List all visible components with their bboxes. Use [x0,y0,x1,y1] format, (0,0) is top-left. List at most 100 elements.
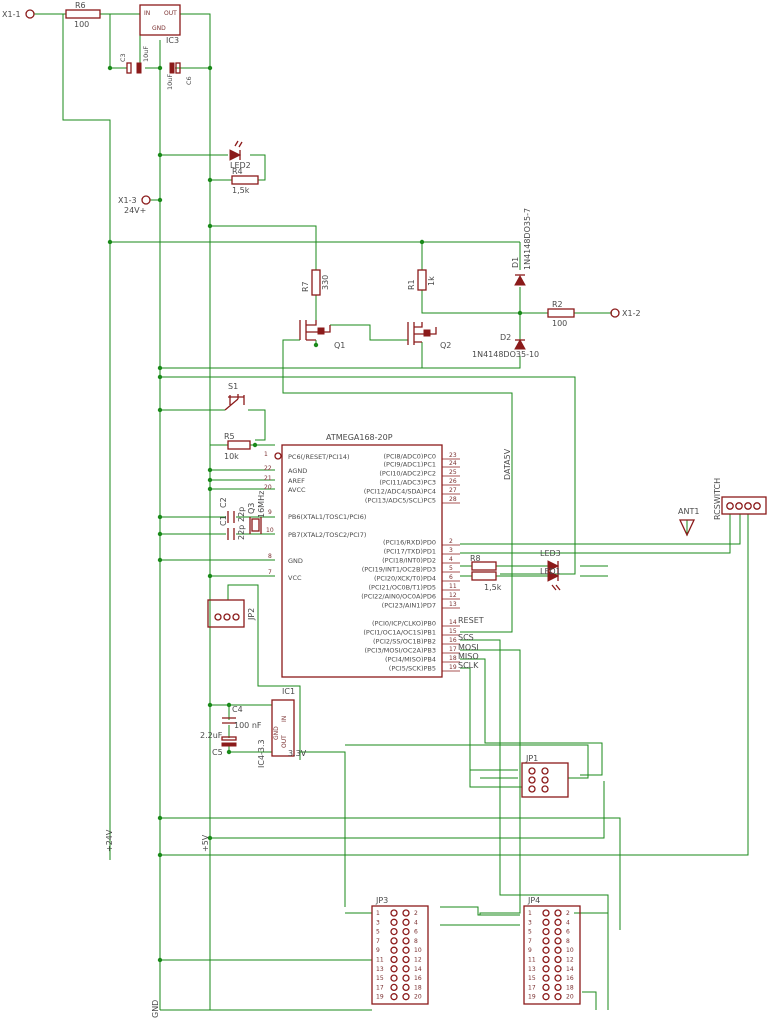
header-pin-number: 18 [414,984,422,991]
mcu-pin-number: 15 [449,628,457,635]
mcu-pin-name: (PCI10/ADC2)PC2 [379,470,436,478]
header-pin [542,918,550,926]
mcu-pin-name: (PCI4/MISO)PB4 [385,656,436,664]
header-pin [554,909,562,917]
mcu-pin-name: (PCI3/MOSI/OC2A)PB3 [365,647,436,655]
svg-text:Q2: Q2 [440,341,451,350]
svg-text:100: 100 [552,319,567,328]
svg-text:1: 1 [264,451,268,458]
header-pin-number: 18 [566,984,574,991]
svg-text:1,5k: 1,5k [484,583,502,592]
header-pin-number: 5 [376,929,380,936]
svg-text:22p: 22p [237,525,246,540]
mcu-pin-name: (PCI13/ADC5/SCL)PC5 [365,497,436,505]
svg-text:RCSWITCH: RCSWITCH [713,478,722,520]
svg-text:10uF: 10uF [142,46,150,62]
resistor-r1: R1 1k [407,269,436,291]
svg-text:OUT: OUT [164,10,177,17]
connector-x1-1: X1-1 [2,9,35,19]
header-pin [554,946,562,954]
header-jp2: JP2 [207,599,256,628]
mcu-pin-number: 25 [449,469,457,476]
svg-text:R5: R5 [224,432,235,441]
svg-text:2.2uF: 2.2uF [200,731,223,740]
mcu-pin-number: 3 [449,547,453,554]
svg-text:VCC: VCC [288,574,302,582]
header-pin [402,993,410,1001]
svg-text:GND: GND [273,726,280,740]
svg-text:10uF: 10uF [166,74,174,90]
header-pin-number: 7 [376,938,380,945]
svg-text:IC3: IC3 [166,36,179,45]
mcu-pin-name: (PCI12/ADC4/SDA)PC4 [364,488,436,496]
mcu-pin-name: (PCI9/ADC1)PC1 [384,461,437,469]
svg-text:IC1: IC1 [282,687,295,696]
resistor-r7: R7 330 [301,269,330,296]
header-pin-number: 4 [566,919,570,926]
svg-text:GND: GND [288,557,303,565]
svg-text:24V+: 24V+ [124,206,146,215]
header-pin-number: 15 [376,975,384,982]
header-pin-number: 5 [528,929,532,936]
header-pin-number: 20 [566,994,574,1001]
header-pin [402,937,410,945]
svg-text:100 nF: 100 nF [234,721,262,730]
mcu-pin-name: (PCI16/RXD)PD0 [383,539,436,547]
header-pin [542,927,550,936]
module-rcswitch: RCSWITCH [713,478,767,520]
header-pin-number: 3 [528,919,532,926]
header-pin [402,909,410,917]
svg-text:3.3V: 3.3V [288,749,307,758]
resistor-r5: R5 10k [224,432,251,461]
header-pin [390,965,398,973]
header-pin-number: 7 [528,938,532,945]
svg-text:X1-3: X1-3 [118,196,137,205]
header-pin [402,927,410,936]
svg-text:16MHz: 16MHz [257,491,266,518]
mcu-pin-name: (PCI21/OC0B/T1)PD5 [368,584,436,592]
svg-text:20: 20 [264,484,272,491]
svg-text:100: 100 [74,20,89,29]
svg-text:AVCC: AVCC [288,486,306,494]
regulator-ic1: IN OUT GND IC1 IC4-3.3 3.3V [257,687,307,768]
svg-text:ANT1: ANT1 [678,507,699,516]
header-pin-number: 3 [376,919,380,926]
header-pin [390,993,398,1001]
header-pin [390,918,398,926]
svg-text:PB6(XTAL1/TOSC1/PCI6): PB6(XTAL1/TOSC1/PCI6) [288,513,366,521]
header-pin-number: 2 [566,910,570,917]
header-pin [554,927,562,936]
header-pin [390,946,398,954]
header-pin [542,993,550,1001]
capacitor-c4: C4 100 nF [222,705,262,730]
junctions [107,65,523,963]
svg-text:X1-1: X1-1 [2,10,21,19]
mcu-pin-name: (PCI18/INT0)PD2 [382,557,436,565]
mcu-pin-name: (PCI20/XCK/T0)PD4 [374,575,436,583]
svg-text:AGND: AGND [288,467,307,475]
svg-text:SCLK: SCLK [458,661,479,670]
led3: LED3 [540,549,561,572]
header-pin [554,937,562,945]
header-pin [554,955,562,964]
header-pin-number: 12 [566,957,574,964]
header-pin-number: 13 [528,966,536,973]
header-pin-number: 14 [566,966,574,973]
mcu-pin-number: 27 [449,487,457,494]
regulator-ic3: IN OUT GND IC3 [139,4,181,45]
header-pin [542,974,550,982]
svg-text:S1: S1 [228,382,238,391]
header-pin-number: 10 [414,947,422,954]
svg-text:GND: GND [151,1000,160,1018]
header-pin [402,974,410,982]
svg-text:JP3: JP3 [375,896,388,905]
svg-text:22p: 22p [237,507,246,522]
mcu-pin-name: (PCI22/AIN0/OC0A)PD6 [361,593,436,601]
svg-text:1k: 1k [427,276,436,286]
header-pin-number: 16 [414,975,422,982]
header-pin-number: 8 [414,938,418,945]
header-pin [390,927,398,936]
mcu-pin-number: 19 [449,664,457,671]
